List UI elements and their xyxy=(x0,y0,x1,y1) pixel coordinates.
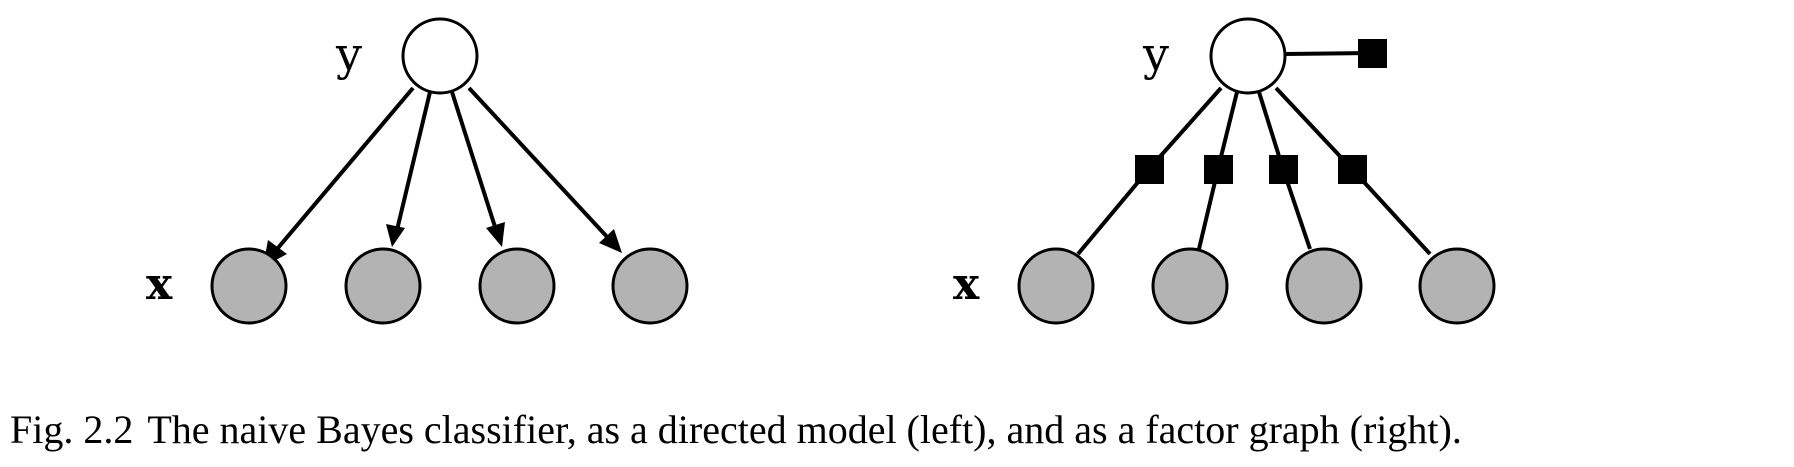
factor-graph: y x xyxy=(953,17,1496,325)
factor-x-node-4 xyxy=(1418,247,1496,325)
directed-arrowhead-3 xyxy=(486,222,505,247)
directed-x-node-2 xyxy=(344,247,422,325)
factor-x-label: x xyxy=(953,259,980,310)
directed-model: y x xyxy=(146,17,689,325)
directed-x-node-4 xyxy=(611,247,689,325)
factor-edge-prior xyxy=(1284,51,1373,56)
directed-edge-3 xyxy=(450,91,498,231)
directed-edge-4 xyxy=(467,86,612,242)
directed-edges xyxy=(263,86,622,267)
directed-x-node-1 xyxy=(210,247,288,325)
directed-x-label: x xyxy=(146,259,173,310)
factor-y-label: y xyxy=(1142,27,1169,81)
directed-arrowhead-4 xyxy=(599,229,622,253)
factor-x-node-3 xyxy=(1285,247,1363,325)
directed-x-node-3 xyxy=(478,247,556,325)
factor-y-node xyxy=(1209,17,1287,95)
caption-number: Fig. 2.2 xyxy=(10,407,134,452)
factor-square-1 xyxy=(1135,155,1164,184)
directed-y-node xyxy=(401,17,479,95)
factor-square-2 xyxy=(1204,155,1233,184)
directed-edge-1 xyxy=(270,86,415,257)
figure-caption: Fig. 2.2 The naive Bayes classifier, as a… xyxy=(10,406,1790,453)
factor-prior-square xyxy=(1358,39,1387,68)
factor-square-3 xyxy=(1269,155,1298,184)
directed-y-label: y xyxy=(335,27,362,81)
directed-arrowhead-2 xyxy=(386,224,405,247)
factor-x-node-2 xyxy=(1151,247,1229,325)
factor-square-4 xyxy=(1338,155,1367,184)
factor-x-node-1 xyxy=(1017,247,1095,325)
caption-text: The naive Bayes classifier, as a directe… xyxy=(147,407,1462,452)
directed-edge-2 xyxy=(395,91,432,231)
